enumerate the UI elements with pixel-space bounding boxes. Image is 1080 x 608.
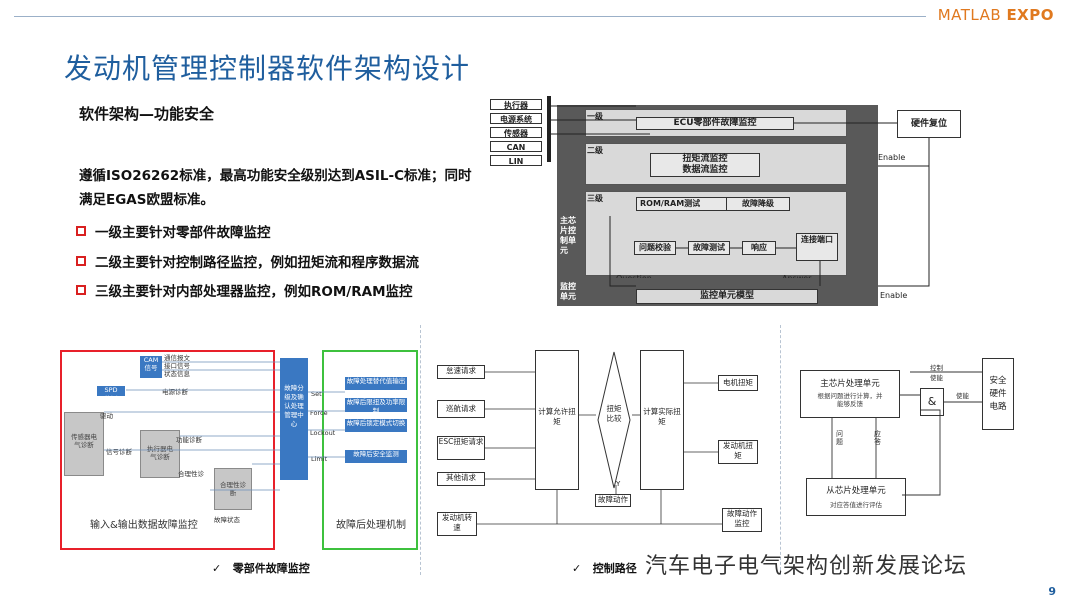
actuator-diagnosis-box: 执行器电 气诊断: [140, 430, 180, 478]
level2-label: 二级: [587, 146, 603, 155]
torque-compare-diamond: [597, 351, 631, 489]
panel-divider-2: [780, 325, 781, 575]
enable-label-a: 使能: [930, 374, 943, 382]
left-panel-connectors: [104, 361, 345, 491]
bullet-level1: 一级主要针对零部件故障监控: [76, 221, 271, 241]
post-fault-frame: [322, 350, 418, 550]
cruise-request: 巡航请求: [437, 400, 485, 418]
label-comm: 通信报文: [164, 354, 190, 362]
label-fault-state: 故障状态: [214, 516, 240, 524]
limit-label: Limit: [311, 455, 328, 463]
label-func-diag: 功能诊断: [176, 436, 202, 444]
source-can: CAN: [490, 141, 542, 152]
bullet-square-icon: [76, 256, 86, 266]
hardware-reset: 硬件复位: [897, 110, 961, 138]
torque-compare-label: 扭矩 比较: [606, 404, 622, 423]
source-lin: LIN: [490, 155, 542, 166]
main-unit-box: 主芯片处理单元 根据问题进行计算，并 能够反馈: [800, 370, 900, 418]
fault-action-monitor: 故障动作 监控: [722, 508, 762, 532]
set-label: Set: [311, 390, 322, 398]
matlab-expo-logo: MATLAB EXPO: [937, 6, 1054, 24]
panel-divider-1: [420, 325, 421, 575]
link-port: 连接端口: [796, 233, 838, 261]
label-signal-diag: 信号诊断: [106, 448, 132, 456]
source-power: 电源系统: [490, 113, 542, 124]
label-power-diag: 电源诊断: [162, 388, 188, 396]
caption-mid: ✓ 控制路径: [572, 562, 637, 575]
io-monitor-label: 输入&输出数据故障监控: [90, 520, 198, 531]
fault-action: 故障动作: [595, 494, 631, 507]
sensor-diagnosis-box: 传感器电 气诊断: [64, 412, 104, 476]
lockout-label: Lockout: [310, 429, 336, 437]
monitor-unit-label: 监控单元: [560, 282, 576, 301]
reaction-safety: 故障后安全监测: [345, 450, 407, 463]
reaction-substitute: 故障处理替代值输出: [345, 377, 407, 390]
ecu-component-monitor: ECU零部件故障监控: [636, 117, 794, 130]
enable-label-2: Enable: [880, 291, 908, 300]
source-bus: [547, 96, 551, 162]
fault-grading-center: 故障分 级及确 认处理 管理中 心: [280, 358, 308, 480]
spd-box: SPD 监测: [97, 386, 125, 403]
question-check: 问题校验: [634, 241, 676, 255]
standards-paragraph: 遵循ISO26262标准，最高功能安全级别达到ASIL-C标准；同时满足EGAS…: [79, 168, 472, 208]
page-number: 9: [1048, 585, 1056, 598]
label-logic: 合理性诊: [178, 470, 204, 478]
architecture-connectors: [551, 105, 930, 287]
torque-data-flow-monitor: 扭矩流监控 数据流监控: [650, 153, 760, 177]
other-request: 其他请求: [437, 472, 485, 486]
fault-test: 故障测试: [688, 241, 730, 255]
page-title: 发动机管理控制器软件架构设计: [64, 52, 471, 85]
question-label-r: 问 题: [836, 430, 843, 446]
source-actuator: 执行器: [490, 99, 542, 110]
section-subtitle: 软件架构—功能安全: [79, 105, 215, 123]
force-label: Force: [310, 409, 328, 417]
enable-label-b: 使能: [956, 392, 969, 400]
response: 响应: [742, 241, 776, 255]
logic-diagnosis-box: 合理性诊 断: [214, 468, 252, 510]
bullet-level2: 二级主要针对控制路径监控，例如扭矩流和程序数据流: [76, 251, 419, 271]
monitor-unit-model: 监控单元模型: [636, 289, 818, 304]
bullet-square-icon: [76, 226, 86, 236]
header-rule: [14, 16, 926, 17]
post-fault-label: 故障后处理机制: [336, 520, 406, 531]
idle-request: 怠速请求: [437, 365, 485, 379]
motor-torque: 电机扭矩: [718, 375, 758, 391]
control-label: 控制: [930, 364, 943, 372]
enable-label-1: Enable: [878, 153, 906, 162]
bullet-square-icon: [76, 285, 86, 295]
reaction-lockout: 故障后锁定模式切换: [345, 419, 407, 432]
esc-torque-request: ESC扭矩请求: [437, 436, 485, 460]
yes-label: Y: [616, 480, 621, 488]
caption-left: ✓ 零部件故障监控: [212, 562, 310, 575]
slave-unit-box: 从芯片处理单元 对应答值进行评估: [806, 478, 906, 516]
label-drive: 驱动: [100, 412, 113, 420]
and-gate: &: [920, 388, 944, 416]
calc-allowed-torque: 计算允许扭 矩: [535, 350, 579, 490]
main-chip-label: 主芯片控制单元: [560, 216, 576, 255]
level3-label: 三级: [587, 194, 603, 203]
answer-label-r: 应 答: [874, 430, 881, 446]
label-iface: 接口信号: [164, 362, 190, 370]
architecture-diagram: 执行器 电源系统 传感器 CAN LIN 一级 ECU零部件故障监控 二级 扭矩…: [490, 96, 1050, 310]
mid-panel-connectors: [477, 371, 722, 525]
engine-speed: 发动机转 速: [437, 512, 477, 536]
level1-label: 一级: [587, 112, 603, 121]
bullet-level3: 三级主要针对内部处理器监控，例如ROM/RAM监控: [76, 280, 413, 300]
fault-degrade: 故障降级: [726, 197, 790, 211]
engine-torque: 发动机扭 矩: [718, 440, 758, 464]
source-sensor: 传感器: [490, 127, 542, 138]
watermark-text: 汽车电子电气架构创新发展论坛: [645, 554, 968, 579]
calc-actual-torque: 计算实际扭 矩: [640, 350, 684, 490]
cam-signal-box: CAM 信号: [140, 356, 162, 378]
reaction-limit-torque: 故障后限扭及功率限制: [345, 398, 407, 415]
safety-hw-circuit: 安全 硬件 电路: [982, 358, 1014, 430]
label-state: 状态信息: [164, 370, 190, 378]
right-panel-connectors: [831, 371, 982, 496]
